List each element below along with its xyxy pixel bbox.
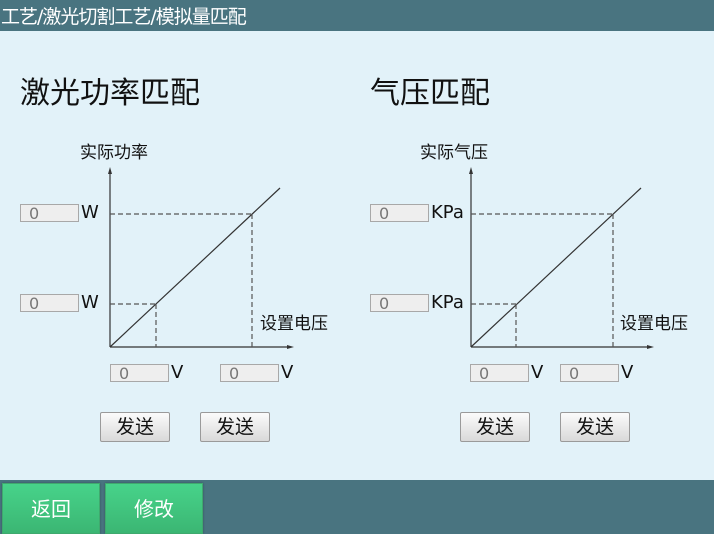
pressure-voltage-low-input[interactable]: 0 bbox=[470, 364, 529, 382]
pressure-chart bbox=[469, 167, 654, 349]
back-button[interactable]: 返回 bbox=[2, 483, 100, 534]
pressure-voltage-high-unit: V bbox=[621, 362, 634, 383]
laser-power-title: 激光功率匹配 bbox=[20, 76, 200, 111]
pressure-title: 气压匹配 bbox=[370, 76, 490, 111]
pressure-low-input[interactable]: 0 bbox=[370, 294, 429, 312]
laser-voltage-high-unit: V bbox=[281, 362, 294, 383]
modify-button[interactable]: 修改 bbox=[105, 483, 203, 534]
laser-power-low-input[interactable]: 0 bbox=[20, 294, 79, 312]
pressure-x-axis-label: 设置电压 bbox=[620, 314, 688, 334]
laser-voltage-low-input[interactable]: 0 bbox=[110, 364, 169, 382]
laser-power-low-unit: W bbox=[81, 292, 99, 313]
laser-power-chart bbox=[108, 167, 294, 349]
pressure-send-low-button[interactable]: 发送 bbox=[460, 412, 530, 442]
pressure-high-input[interactable]: 0 bbox=[370, 204, 429, 222]
laser-send-low-button[interactable]: 发送 bbox=[100, 412, 170, 442]
pressure-send-high-button[interactable]: 发送 bbox=[560, 412, 630, 442]
laser-x-axis-label: 设置电压 bbox=[260, 314, 328, 334]
pressure-voltage-low-unit: V bbox=[531, 362, 544, 383]
laser-y-axis-label: 实际功率 bbox=[80, 143, 148, 163]
laser-voltage-high-input[interactable]: 0 bbox=[220, 364, 279, 382]
laser-send-high-button[interactable]: 发送 bbox=[200, 412, 270, 442]
laser-power-high-input[interactable]: 0 bbox=[20, 204, 79, 222]
pressure-voltage-high-input[interactable]: 0 bbox=[560, 364, 619, 382]
laser-power-high-unit: W bbox=[81, 202, 99, 223]
pressure-high-unit: KPa bbox=[431, 202, 464, 223]
pressure-low-unit: KPa bbox=[431, 292, 464, 313]
pressure-y-axis-label: 实际气压 bbox=[420, 143, 488, 163]
breadcrumb: 工艺/激光切割工艺/模拟量匹配 bbox=[1, 6, 247, 28]
laser-voltage-low-unit: V bbox=[171, 362, 184, 383]
title-bar: 工艺/激光切割工艺/模拟量匹配 bbox=[0, 0, 714, 31]
